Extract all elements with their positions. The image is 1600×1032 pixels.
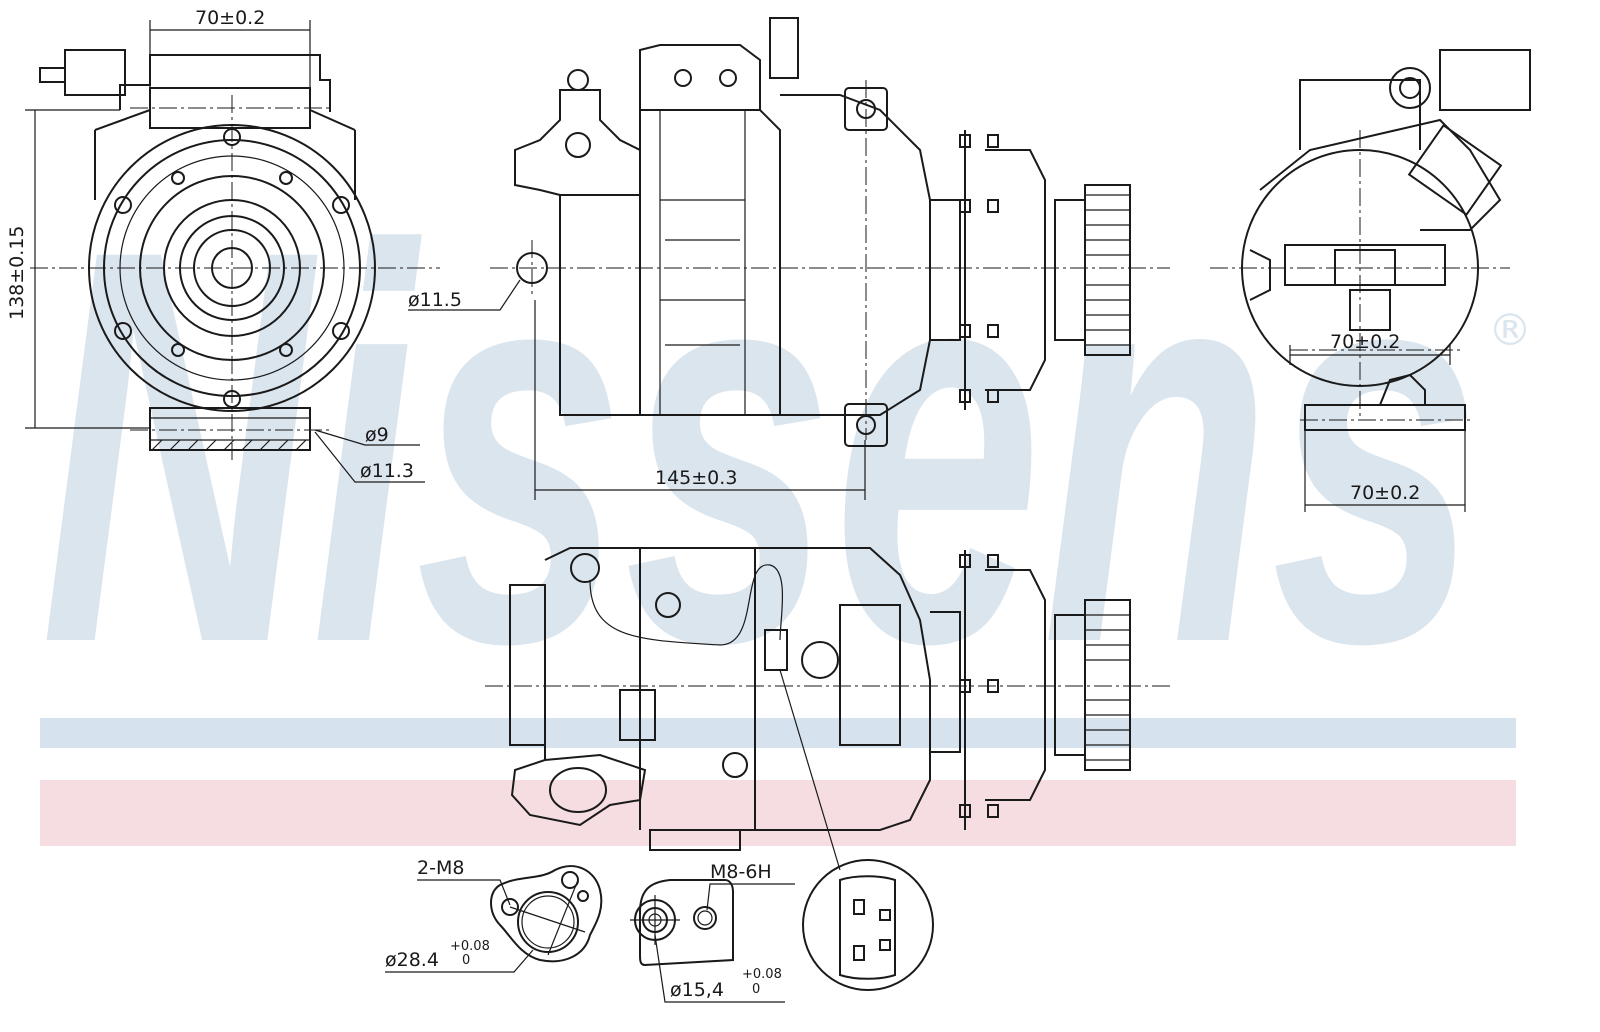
registered-mark: ®: [1488, 305, 1532, 356]
front-view: [30, 49, 440, 460]
connector-detail: [802, 859, 934, 991]
blue-band: [40, 718, 1516, 748]
dim-front-width: 70±0.2: [195, 7, 265, 29]
dim-hole-small: ø9: [365, 424, 389, 446]
side-view: [490, 17, 1170, 447]
discharge-thread-label: M8-6H: [710, 861, 772, 883]
discharge-tol-upper: +0.08: [742, 967, 782, 982]
suction-diameter-label: ø28.4: [385, 949, 439, 971]
discharge-diameter-label: ø15,4: [670, 979, 724, 1001]
dim-rear-width-lower: 70±0.2: [1350, 482, 1420, 504]
dim-side-length: 145±0.3: [655, 467, 737, 489]
dim-rear-width-upper: 70±0.2: [1330, 331, 1400, 353]
suction-thread-label: 2-M8: [417, 857, 464, 879]
rear-dimensions: [1289, 345, 1466, 512]
suction-tol-upper: +0.08: [450, 939, 490, 954]
pink-band: [40, 780, 1516, 846]
front-dimensions: [25, 20, 425, 483]
discharge-tol-lower: 0: [752, 982, 760, 997]
suction-tol-lower: 0: [462, 953, 470, 968]
brand-watermark: Nissens: [40, 133, 1480, 759]
discharge-port-detail: [630, 879, 795, 1003]
dim-front-height: 138±0.15: [6, 226, 28, 321]
suction-port-detail: [385, 865, 603, 973]
bottom-view: [485, 547, 1170, 871]
dim-side-hole: ø11.5: [408, 289, 462, 311]
rear-view: [1210, 49, 1531, 431]
side-dimensions: [408, 279, 866, 500]
dim-hole-large: ø11.3: [360, 460, 414, 482]
